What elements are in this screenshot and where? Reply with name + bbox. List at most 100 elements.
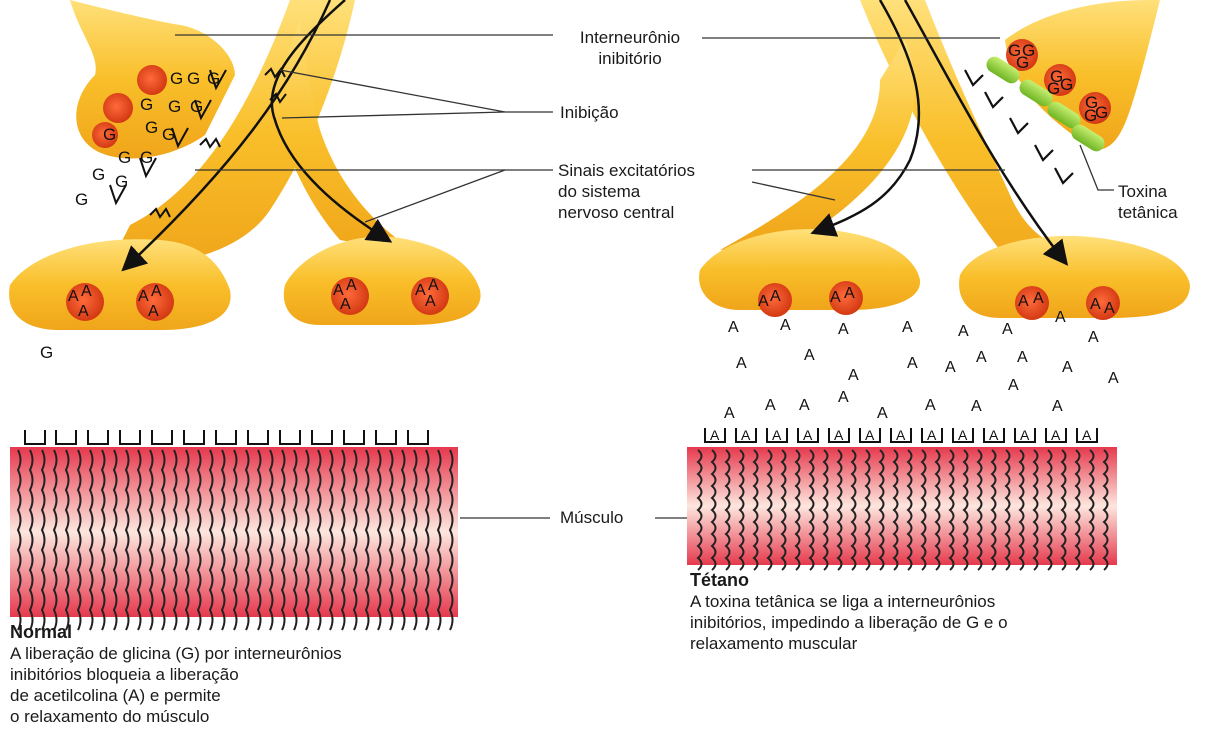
tetanus-desc-line1: A toxina tetânica se liga a interneurôni… — [690, 591, 1008, 612]
svg-text:G: G — [140, 95, 153, 114]
svg-text:A: A — [799, 397, 810, 414]
svg-text:A: A — [902, 319, 913, 336]
tetanus-terminal-right — [959, 236, 1190, 318]
label-interneuron-line2: inibitório — [555, 48, 705, 69]
svg-text:A: A — [834, 427, 844, 443]
svg-text:A: A — [971, 398, 982, 415]
svg-text:G: G — [40, 343, 53, 362]
svg-text:G: G — [103, 125, 116, 144]
svg-text:G: G — [1060, 75, 1073, 94]
label-excitatory-line2: do sistema — [558, 181, 695, 202]
acetylcholine-free: AAAA AAAA AAAA AAAA AA AAAA AAAA — [724, 309, 1119, 422]
svg-text:A: A — [780, 317, 791, 334]
svg-text:A: A — [1062, 359, 1073, 376]
svg-text:A: A — [741, 427, 751, 443]
svg-text:A: A — [710, 427, 720, 443]
svg-text:A: A — [1002, 321, 1013, 338]
svg-text:A: A — [770, 288, 781, 305]
svg-text:G: G — [92, 165, 105, 184]
svg-text:G: G — [1084, 106, 1097, 125]
svg-text:A: A — [724, 405, 735, 422]
svg-text:G: G — [115, 172, 128, 191]
svg-text:A: A — [958, 323, 969, 340]
svg-text:A: A — [1020, 427, 1030, 443]
svg-text:A: A — [1088, 329, 1099, 346]
svg-text:A: A — [838, 321, 849, 338]
svg-text:A: A — [1104, 300, 1115, 317]
svg-text:G: G — [118, 148, 131, 167]
svg-text:A: A — [1052, 398, 1063, 415]
svg-text:A: A — [1055, 309, 1066, 326]
svg-text:A: A — [78, 303, 89, 320]
label-toxin: Toxina tetânica — [1118, 181, 1178, 223]
svg-text:G: G — [187, 69, 200, 88]
svg-text:G: G — [1047, 79, 1060, 98]
svg-text:A: A — [803, 427, 813, 443]
normal-terminal-left — [9, 239, 231, 330]
tetanus-desc-line3: relaxamento muscular — [690, 633, 1008, 654]
svg-text:A: A — [958, 427, 968, 443]
svg-text:G: G — [207, 69, 220, 88]
svg-text:A: A — [945, 359, 956, 376]
svg-text:A: A — [877, 405, 888, 422]
svg-text:G: G — [140, 148, 153, 167]
svg-text:A: A — [844, 285, 855, 302]
label-excitatory: Sinais excitatórios do sistema nervoso c… — [558, 160, 695, 223]
svg-text:A: A — [865, 427, 875, 443]
label-inhibition: Inibição — [560, 102, 619, 123]
label-excitatory-line1: Sinais excitatórios — [558, 160, 695, 181]
svg-text:A: A — [838, 389, 849, 406]
glycine-vesicle — [103, 93, 133, 123]
svg-text:A: A — [1051, 427, 1061, 443]
svg-text:G: G — [145, 118, 158, 137]
svg-text:A: A — [1082, 427, 1092, 443]
svg-text:A: A — [927, 427, 937, 443]
svg-text:A: A — [1018, 293, 1029, 310]
svg-text:A: A — [1108, 370, 1119, 387]
svg-text:A: A — [925, 397, 936, 414]
svg-text:A: A — [425, 293, 436, 310]
label-interneuron-line1: Interneurônio — [555, 27, 705, 48]
tetanus-neuron — [699, 0, 1190, 320]
svg-text:A: A — [148, 303, 159, 320]
tetanus-terminal-left — [699, 229, 920, 310]
label-muscle: Músculo — [560, 507, 623, 528]
normal-desc-line4: o relaxamento do músculo — [10, 706, 342, 727]
svg-text:A: A — [989, 427, 999, 443]
normal-caption: Normal A liberação de glicina (G) por in… — [10, 622, 342, 727]
svg-text:A: A — [830, 289, 841, 306]
normal-title: Normal — [10, 622, 342, 643]
svg-text:A: A — [340, 296, 351, 313]
svg-text:A: A — [765, 397, 776, 414]
label-toxin-line1: Toxina — [1118, 181, 1178, 202]
tetanus-desc-line2: inibitórios, impedindo a liberação de G … — [690, 612, 1008, 633]
svg-text:A: A — [907, 355, 918, 372]
svg-text:A: A — [346, 277, 357, 294]
svg-text:A: A — [1008, 377, 1019, 394]
svg-text:G: G — [170, 69, 183, 88]
svg-text:A: A — [1017, 349, 1028, 366]
svg-text:A: A — [758, 293, 769, 310]
tetanus-axon-branch — [720, 40, 915, 250]
normal-desc-line1: A liberação de glicina (G) por interneur… — [10, 643, 342, 664]
svg-text:A: A — [848, 367, 859, 384]
normal-terminal-right — [284, 236, 481, 325]
tetanus-title: Tétano — [690, 570, 1008, 591]
normal-desc-line3: de acetilcolina (A) e permite — [10, 685, 342, 706]
svg-text:A: A — [81, 283, 92, 300]
svg-text:A: A — [804, 347, 815, 364]
normal-neuron — [9, 0, 480, 330]
normal-muscle — [10, 430, 458, 630]
svg-text:G: G — [168, 97, 181, 116]
svg-text:A: A — [772, 427, 782, 443]
svg-text:A: A — [428, 277, 439, 294]
svg-text:A: A — [151, 283, 162, 300]
label-toxin-line2: tetânica — [1118, 202, 1178, 223]
tetanus-caption: Tétano A toxina tetânica se liga a inter… — [690, 570, 1008, 654]
svg-text:A: A — [1090, 296, 1101, 313]
svg-text:G: G — [1016, 53, 1029, 72]
label-excitatory-line3: nervoso central — [558, 202, 695, 223]
normal-receptors — [25, 430, 428, 444]
